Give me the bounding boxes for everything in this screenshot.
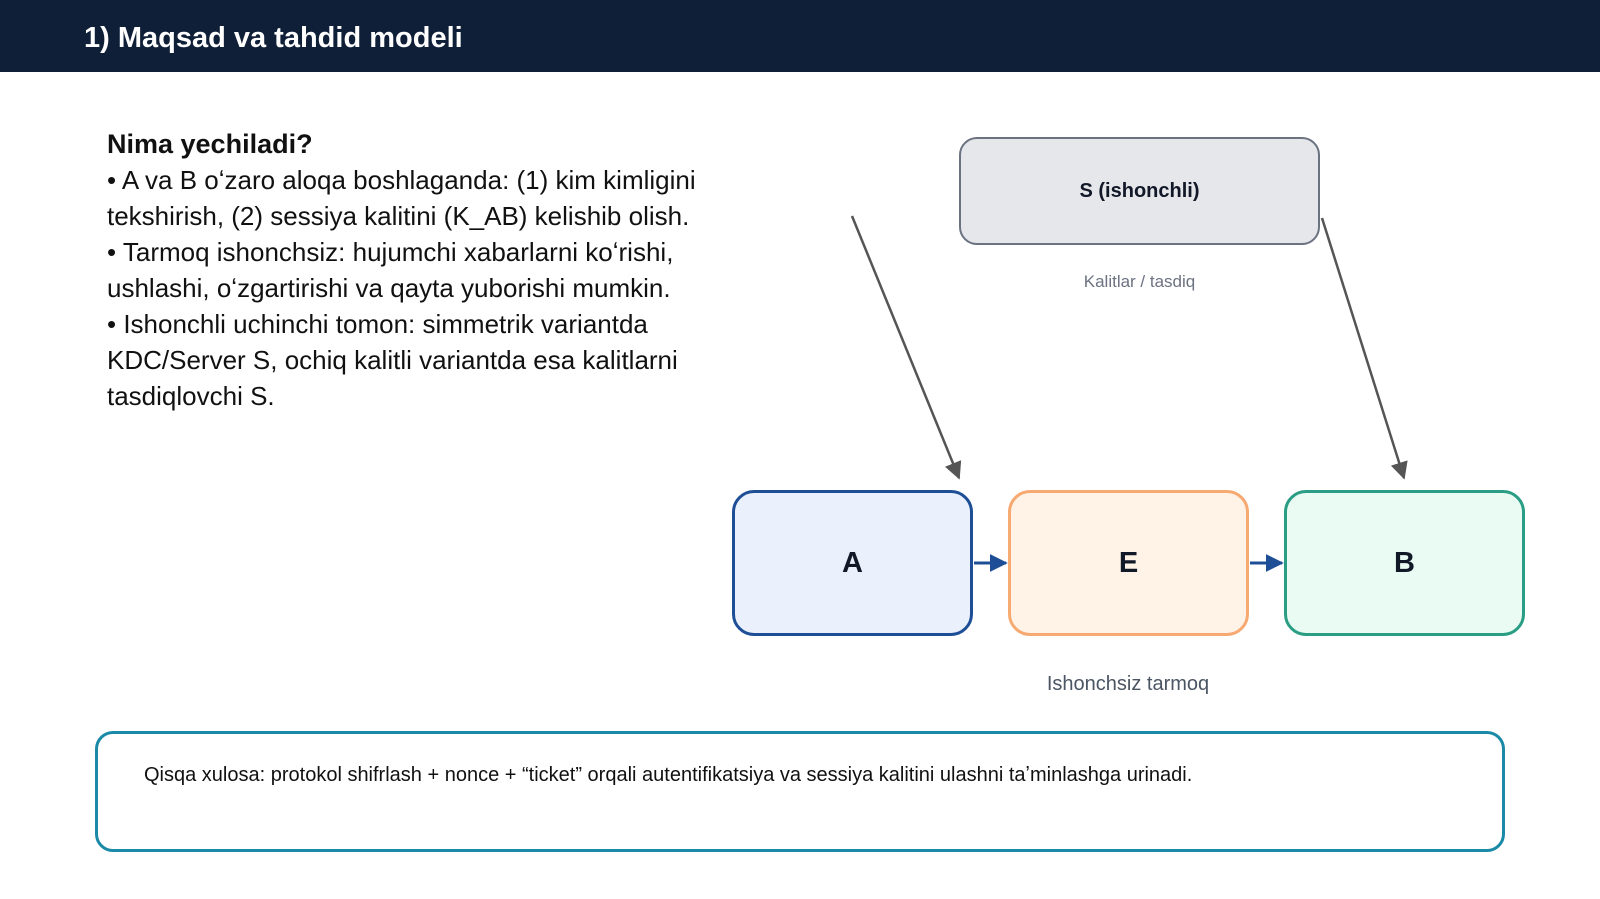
server-caption: Kalitlar / tasdiq — [1083, 272, 1196, 291]
server-node: S (ishonchli) — [959, 137, 1320, 245]
arrow-s-to-a — [850, 215, 962, 480]
network-caption: Ishonchsiz tarmoq — [1046, 673, 1210, 695]
node-b: B — [1284, 490, 1525, 636]
bullet-untrusted-network: • Tarmoq ishonchsiz: hujumchi xabarlarni… — [107, 237, 674, 303]
node-a: A — [732, 490, 973, 636]
node-e-attacker: E — [1008, 490, 1249, 636]
summary-box: Qisqa xulosa: protokol shifrlash + nonce… — [95, 731, 1505, 852]
slide-header: 1) Maqsad va tahdid modeli — [0, 0, 1600, 72]
bullet-mutual-auth: • A va B oʻzaro aloqa boshlaganda: (1) k… — [107, 165, 696, 231]
arrow-s-to-b — [1320, 217, 1408, 480]
slide-title: 1) Maqsad va tahdid modeli — [84, 22, 463, 54]
section-heading: Nima yechiladi? — [107, 129, 313, 159]
problem-description: Nima yechiladi? • A va B oʻzaro aloqa bo… — [107, 126, 747, 414]
bullet-trusted-third-party: • Ishonchli uchinchi tomon: simmetrik va… — [107, 309, 678, 411]
summary-text: Qisqa xulosa: protokol shifrlash + nonce… — [144, 764, 1193, 786]
